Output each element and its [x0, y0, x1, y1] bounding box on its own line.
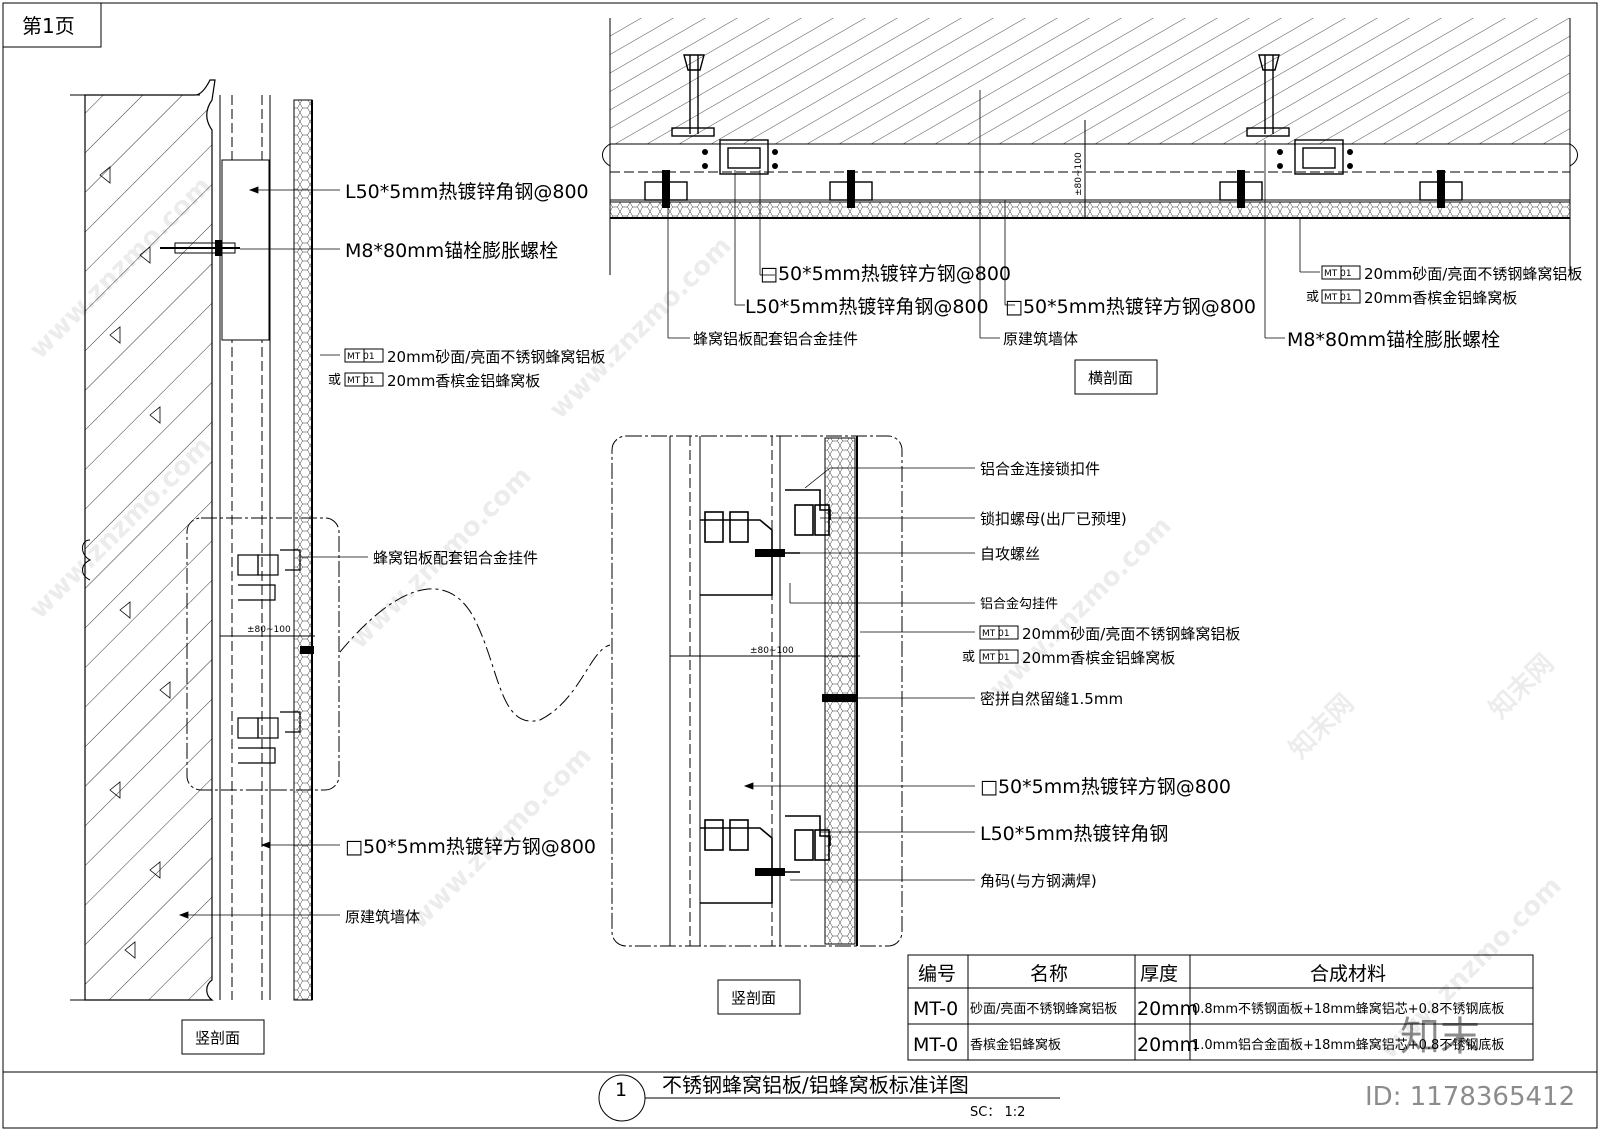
vertical-section: ±80~100 L50*5mm热镀锌角钢@800 M8*80mm锚栓膨胀螺栓 M…	[70, 79, 611, 1055]
page-tab-box	[2, 2, 102, 48]
vs-title: 竖剖面	[195, 1029, 240, 1047]
table-row-2-name: 香槟金铝蜂窝板	[970, 1037, 1061, 1053]
watermark-logo: 知末	[1400, 1014, 1480, 1060]
hs-panel-desc-2: 20mm香槟金铝蜂窝板	[1364, 289, 1517, 307]
watermark-8: 知末网	[1284, 689, 1360, 765]
detail-joint: 密拼自然留缝1.5mm	[980, 690, 1123, 708]
detail-hook: 铝合金勾挂件	[980, 596, 1058, 612]
page-label: 第1页	[22, 14, 75, 38]
hs-angle-steel: L50*5mm热镀锌角钢@800	[745, 296, 989, 318]
table-row-1-material: 0.8mm不锈钢面板+18mm蜂窝铝芯+0.8不锈钢底板	[1192, 1001, 1504, 1017]
table-row-2-code: MT-0	[913, 1034, 958, 1056]
vs-panel-code-2: MT 01	[347, 376, 375, 386]
vs-dim: ±80~100	[247, 625, 291, 635]
detail-honeycomb-bottom	[824, 699, 856, 945]
table-header-material: 合成材料	[1310, 963, 1386, 985]
hs-title: 横剖面	[1088, 369, 1133, 387]
title-block: 1 不锈钢蜂窝铝板/铝蜂窝板标准详图 SC： 1:2	[598, 1073, 1060, 1122]
detail-angle-steel: L50*5mm热镀锌角钢	[980, 823, 1168, 845]
drawing-number: 1	[615, 1079, 627, 1101]
hs-dim: ±80~100	[1074, 152, 1084, 196]
hs-wall: 原建筑墙体	[1003, 330, 1078, 348]
hs-wall-hatch	[610, 18, 1570, 144]
detail-or: 或	[962, 650, 975, 665]
detail-panel-code-1: MT 01	[982, 629, 1010, 639]
vs-or: 或	[328, 373, 341, 388]
table-row-1-name: 砂面/亮面不锈钢蜂窝铝板	[970, 1001, 1117, 1017]
table-row-2-material: 1.0mm铝合金面板+18mm蜂窝铝芯+0.8不锈钢底板	[1192, 1037, 1504, 1053]
watermark-5: www.znzmo.com	[544, 231, 738, 425]
horizontal-section: ±80~100 □50*5mm热镀锌方钢@800 L50*5mm热镀锌角钢@80…	[602, 18, 1582, 395]
vs-wall-label: 原建筑墙体	[345, 908, 420, 926]
table-header-code: 编号	[918, 963, 956, 985]
vs-panel-desc-2: 20mm香槟金铝蜂窝板	[387, 372, 540, 390]
table-header-name: 名称	[1030, 963, 1068, 985]
watermark-id: ID: 1178365412	[1365, 1082, 1575, 1112]
vs-panel-code-1: MT 01	[347, 352, 375, 362]
detail-screw: 自攻螺丝	[980, 545, 1040, 563]
detail-panel-desc-1: 20mm砂面/亮面不锈钢蜂窝铝板	[1022, 625, 1240, 643]
detail-dim: ±80~100	[750, 646, 794, 656]
vs-panel-desc-1: 20mm砂面/亮面不锈钢蜂窝铝板	[387, 348, 605, 366]
table-row-1-thickness: 20mm	[1137, 998, 1198, 1020]
detail-honeycomb-top	[824, 437, 856, 697]
hs-anchor-bolt: M8*80mm锚栓膨胀螺栓	[1287, 329, 1500, 351]
drawing-scale: SC： 1:2	[970, 1105, 1025, 1120]
hs-square-tube-2: □50*5mm热镀锌方钢@800	[1005, 296, 1256, 318]
vs-anchor-bolt-label: M8*80mm锚栓膨胀螺栓	[345, 240, 558, 262]
table-row-1-code: MT-0	[913, 998, 958, 1020]
hs-panel-desc-1: 20mm砂面/亮面不锈钢蜂窝铝板	[1364, 265, 1582, 283]
hs-or: 或	[1306, 290, 1319, 305]
detail-panel-desc-2: 20mm香槟金铝蜂窝板	[1022, 649, 1175, 667]
detail-lock-nut: 锁扣螺母(出厂已预埋)	[980, 510, 1127, 528]
hs-panel-code-1: MT 01	[1324, 269, 1352, 279]
detail-square-tube: □50*5mm热镀锌方钢@800	[980, 776, 1231, 798]
detail-section: ±80~100 铝合金	[611, 435, 1240, 1015]
table-row-2-thickness: 20mm	[1137, 1034, 1198, 1056]
hs-square-tube-1: □50*5mm热镀锌方钢@800	[760, 263, 1011, 285]
detail-title: 竖剖面	[731, 989, 776, 1007]
detail-corner-code: 角码(与方钢满焊)	[980, 872, 1097, 890]
hs-hanger: 蜂窝铝板配套铝合金挂件	[693, 330, 858, 348]
detail-lock-connector: 铝合金连接锁扣件	[980, 460, 1100, 478]
material-table: 编号 名称 厚度 合成材料 MT-0 砂面/亮面不锈钢蜂窝铝板 20mm 0.8…	[907, 954, 1534, 1061]
detail-callout-box	[186, 517, 340, 791]
hs-panel-code-2: MT 01	[1324, 293, 1352, 303]
detail-panel-code-2: MT 01	[982, 653, 1010, 663]
drawing-title: 不锈钢蜂窝铝板/铝蜂窝板标准详图	[662, 1073, 969, 1097]
vs-hanger-label: 蜂窝铝板配套铝合金挂件	[373, 549, 538, 567]
watermark-9: 知末网	[1484, 649, 1560, 725]
vs-angle-steel-label: L50*5mm热镀锌角钢@800	[345, 181, 589, 203]
vs-square-tube-label: □50*5mm热镀锌方钢@800	[345, 836, 596, 858]
table-header-thickness: 厚度	[1140, 963, 1178, 985]
